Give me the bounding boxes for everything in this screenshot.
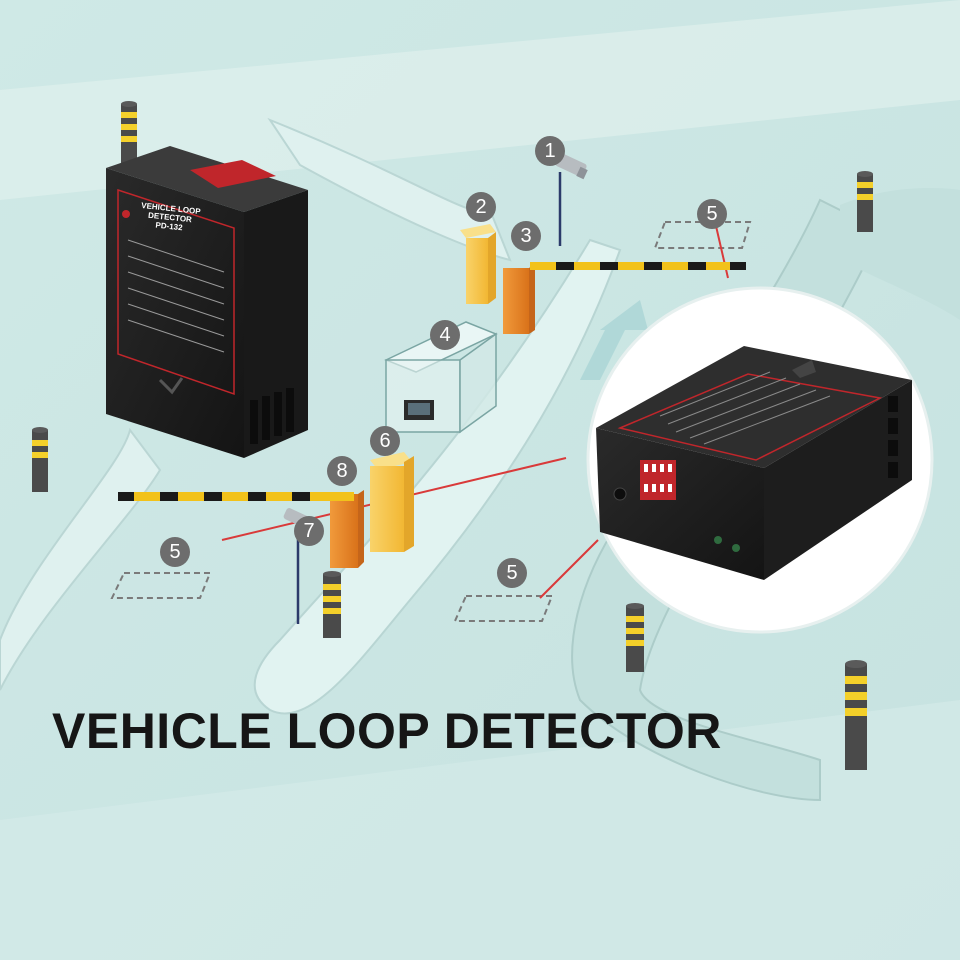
loop-outline bbox=[453, 595, 554, 622]
loop-outline bbox=[110, 572, 212, 599]
ticket-machine-top bbox=[460, 224, 496, 238]
barrier-gate-top bbox=[503, 268, 529, 334]
loop-detector-device-right bbox=[596, 346, 912, 580]
loop-detector-device-left bbox=[106, 146, 308, 458]
detect-led bbox=[714, 536, 722, 544]
bollard bbox=[857, 171, 873, 232]
callout-3: 3 bbox=[511, 221, 541, 251]
callout-5: 5 bbox=[497, 558, 527, 588]
callout-5: 5 bbox=[160, 537, 190, 567]
callout-7: 7 bbox=[294, 516, 324, 546]
loop-outline bbox=[653, 221, 752, 249]
camera-icon bbox=[555, 153, 588, 180]
ticket-machine bbox=[466, 238, 488, 304]
ticket-machine-front-top bbox=[370, 452, 412, 470]
direction-arrow-icon bbox=[580, 300, 648, 380]
callout-6: 6 bbox=[370, 426, 400, 456]
bollard bbox=[845, 660, 867, 770]
barrier-arm-front bbox=[118, 492, 354, 501]
headline: VEHICLE LOOP DETECTOR bbox=[52, 703, 722, 759]
callout-5: 5 bbox=[697, 199, 727, 229]
barrier-gate-front bbox=[330, 494, 358, 568]
loop-wire bbox=[539, 539, 599, 599]
bollard bbox=[323, 571, 341, 638]
light-streak bbox=[0, 0, 960, 200]
bollard bbox=[32, 427, 48, 492]
bollard bbox=[121, 101, 137, 164]
power-led bbox=[732, 544, 740, 552]
barrier-arm-top bbox=[530, 262, 746, 270]
callout-1: 1 bbox=[535, 136, 565, 166]
callout-4: 4 bbox=[430, 320, 460, 350]
bollard bbox=[626, 603, 644, 672]
reset-button bbox=[613, 487, 627, 501]
callout-2: 2 bbox=[466, 192, 496, 222]
ticket-machine-side bbox=[488, 232, 496, 304]
callout-8: 8 bbox=[327, 456, 357, 486]
ticket-machine-front bbox=[370, 466, 404, 552]
road-top bbox=[267, 117, 512, 262]
